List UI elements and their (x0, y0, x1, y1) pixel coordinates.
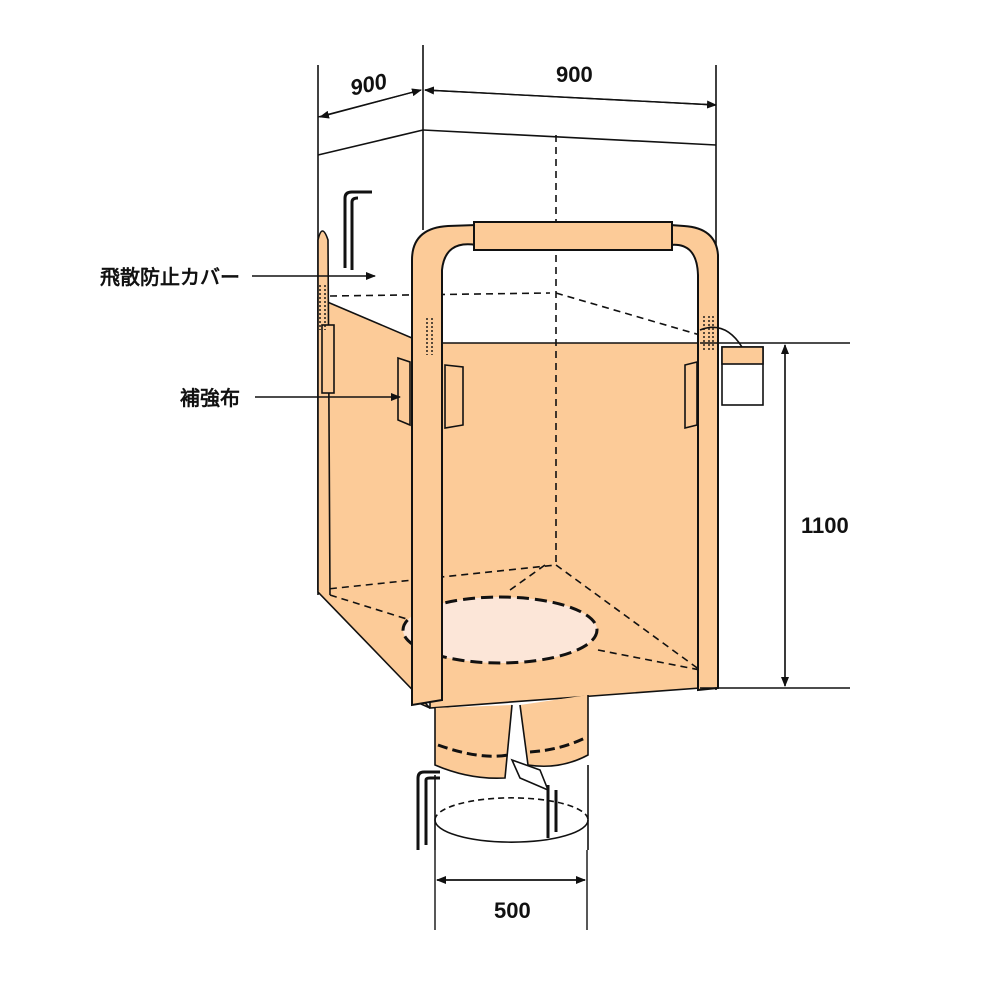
dust-cover-label: 飛散防止カバー (100, 265, 240, 289)
spout-tie-string (416, 770, 440, 850)
reinforcement-label: 補強布 (179, 386, 240, 410)
reinforcement-patch (684, 360, 698, 430)
spout-cylinder (434, 765, 589, 850)
dimension-lines (317, 86, 850, 930)
reinforcement-patch (397, 356, 411, 427)
top-width-dimension: 900 (556, 62, 593, 87)
height-dimension: 1100 (801, 513, 849, 538)
discharge-spout (434, 695, 589, 780)
dust-cover-flap (317, 230, 331, 596)
loop-sleeve (473, 221, 673, 251)
top-depth-dimension: 900 (348, 68, 390, 100)
reinforcement-patch (444, 364, 464, 429)
cover-tie-string (343, 190, 372, 270)
spout-diameter-dimension: 500 (494, 898, 531, 923)
discharge-opening (401, 595, 599, 665)
